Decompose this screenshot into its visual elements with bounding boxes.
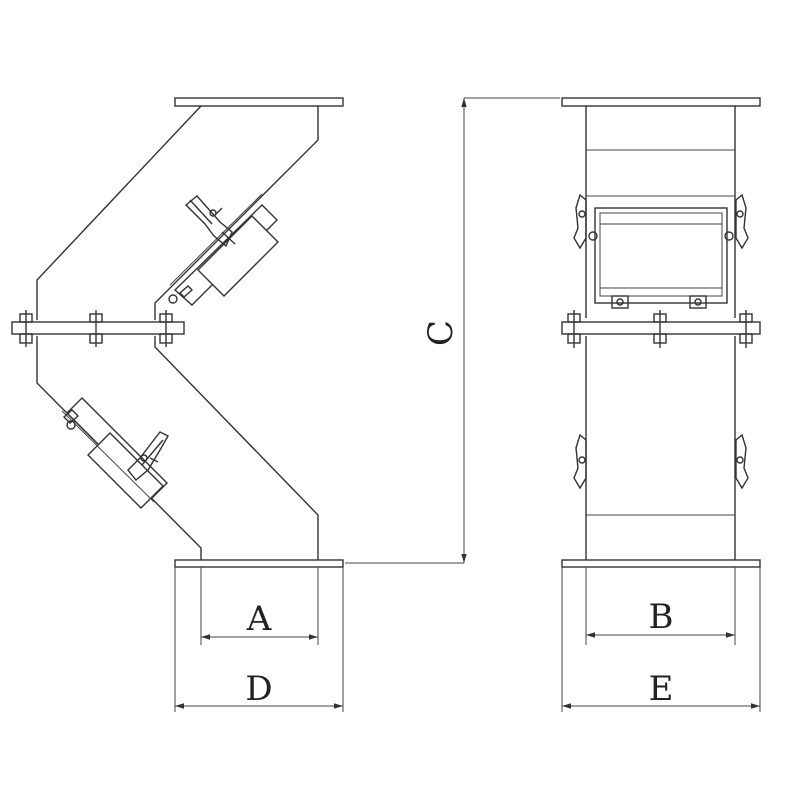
bottom-flange-side bbox=[174, 559, 344, 568]
dimension-label-b: B bbox=[649, 597, 674, 637]
bolts-side bbox=[19, 310, 173, 347]
front-view bbox=[561, 97, 761, 568]
top-flange-side bbox=[174, 97, 344, 107]
middle-flange-side bbox=[11, 321, 185, 335]
side-view bbox=[11, 97, 344, 568]
upper-inspection-door-side bbox=[168, 193, 279, 306]
upper-door-front bbox=[594, 207, 728, 304]
dimension-label-d: D bbox=[245, 669, 272, 709]
lower-inspection-door-side bbox=[61, 397, 169, 509]
top-flange-front bbox=[561, 97, 761, 107]
lower-chute-side bbox=[36, 336, 319, 560]
dimension-lines bbox=[174, 97, 761, 712]
dimension-label-e: E bbox=[649, 669, 674, 709]
upper-chute-side bbox=[36, 105, 319, 320]
dimension-label-a: A bbox=[246, 599, 272, 639]
dimension-labels: A D B E C bbox=[245, 320, 673, 709]
latch-icon bbox=[184, 195, 236, 248]
bottom-flange-front bbox=[561, 559, 761, 568]
dimension-label-c: C bbox=[421, 320, 461, 346]
latches-front bbox=[573, 193, 749, 490]
middle-flange-front bbox=[561, 321, 761, 335]
door-bolts-front bbox=[611, 295, 707, 309]
bolts-front bbox=[567, 310, 753, 348]
